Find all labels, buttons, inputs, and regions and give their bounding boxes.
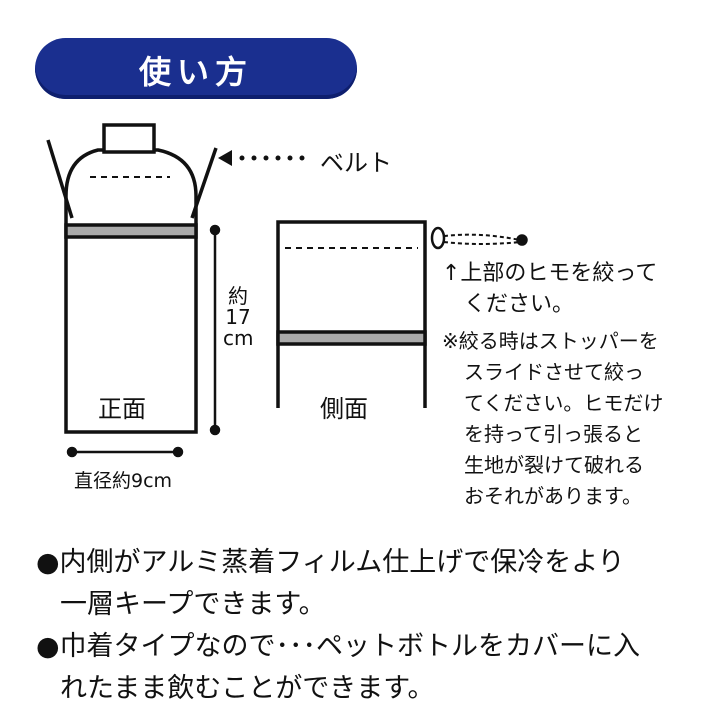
front-label: 正面 (98, 395, 146, 423)
feature-bullet-2-cont: れたまま飲むことができます。 (60, 673, 435, 704)
drawstring-note-line: ください。 (464, 292, 575, 317)
bottle-cap (102, 123, 156, 154)
side-gray-band (276, 330, 427, 346)
height-label: 約 17 cm (223, 286, 253, 349)
height-label-value: 17 (225, 305, 251, 329)
caution-line: 生地が裂けて破れる (464, 453, 644, 477)
height-label-unit: cm (223, 326, 254, 350)
diameter-label: 直径約9cm (74, 470, 173, 492)
feature-bullet-2: ●巾着タイプなので･･･ペットボトルをカバーに入 (36, 631, 641, 662)
front-view-illustration (46, 123, 218, 434)
feature-bullet-1-cont: 一層キープできます。 (60, 589, 326, 620)
side-view-illustration (276, 220, 528, 408)
caution-line: てください。ヒモだけ (464, 391, 664, 415)
section-title-badge: 使い方 (35, 38, 357, 99)
feature-bullet-1: ●内側がアルミ蒸着フィルム仕上げで保冷をより (36, 547, 625, 578)
caution-line: を持って引っ張ると (464, 422, 643, 446)
bottle-outline (64, 148, 198, 434)
section-title: 使い方 (138, 53, 253, 91)
drawstring-note: ↑上部のヒモを絞って ください。 (442, 258, 657, 320)
diameter-dimension (66, 446, 184, 458)
front-gray-band (64, 223, 198, 239)
left-strap (46, 139, 74, 219)
belt-pointer (218, 150, 305, 166)
height-dimension (209, 224, 221, 436)
caution-line: ※絞る時はストッパーを (442, 329, 659, 353)
belt-label: ベルト (320, 149, 392, 177)
stopper-icon (430, 226, 446, 250)
side-label: 側面 (320, 395, 368, 423)
height-label-prefix: 約 (228, 284, 248, 308)
caution-line: スライドさせて絞っ (464, 360, 644, 384)
drawstring (443, 233, 521, 241)
drawstring-note-line: ↑上部のヒモを絞って (442, 261, 658, 286)
caution-note: ※絞る時はストッパーを スライドさせて絞っ てください。ヒモだけ を持って引っ張… (442, 326, 663, 512)
caution-line: おそれがあります。 (464, 484, 642, 508)
